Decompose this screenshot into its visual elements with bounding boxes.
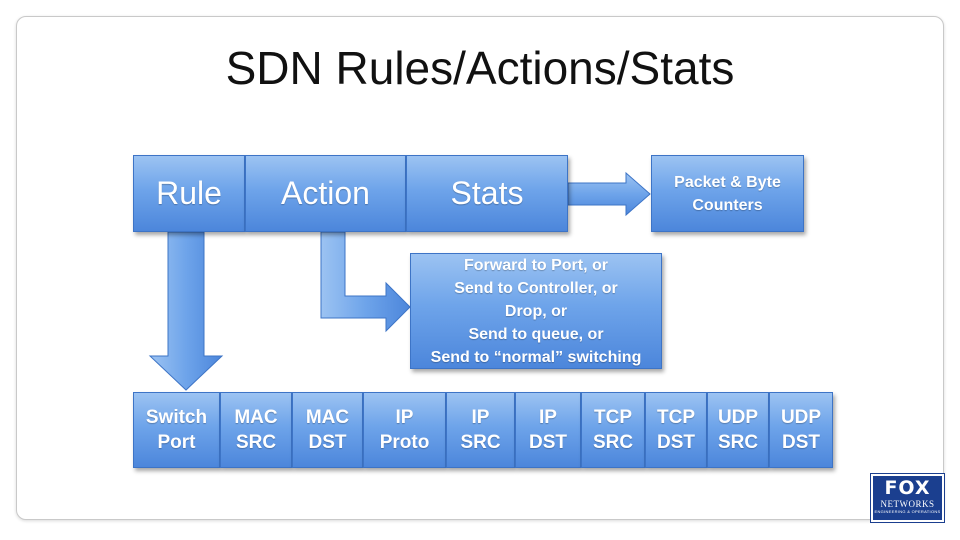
- field-udp-dst: UDP DST: [769, 392, 833, 468]
- fox-networks-logo: FOX NETWORKS ENGINEERING & OPERATIONS: [870, 473, 945, 523]
- stats-box: Stats: [406, 155, 568, 232]
- logo-line-2: NETWORKS: [880, 499, 935, 509]
- arrow-action-to-actions: [320, 231, 411, 333]
- field-tcp-dst: TCP DST: [645, 392, 707, 468]
- field-switch-port: Switch Port: [133, 392, 220, 468]
- field-ip-proto: IP Proto: [363, 392, 446, 468]
- actions-list-box: Forward to Port, or Send to Controller, …: [410, 253, 662, 369]
- action-box: Action: [245, 155, 406, 232]
- field-ip-dst: IP DST: [515, 392, 581, 468]
- field-mac-dst: MAC DST: [292, 392, 363, 468]
- field-tcp-src: TCP SRC: [581, 392, 645, 468]
- field-mac-src: MAC SRC: [220, 392, 292, 468]
- arrow-rule-to-fields: [148, 231, 224, 391]
- field-udp-src: UDP SRC: [707, 392, 769, 468]
- packet-byte-counters-box: Packet & Byte Counters: [651, 155, 804, 232]
- logo-line-3: ENGINEERING & OPERATIONS: [874, 509, 941, 514]
- logo-line-1: FOX: [884, 477, 931, 499]
- arrow-stats-to-counters: [567, 171, 651, 217]
- slide-title: SDN Rules/Actions/Stats: [225, 42, 735, 94]
- rule-box: Rule: [133, 155, 245, 232]
- field-ip-src: IP SRC: [446, 392, 515, 468]
